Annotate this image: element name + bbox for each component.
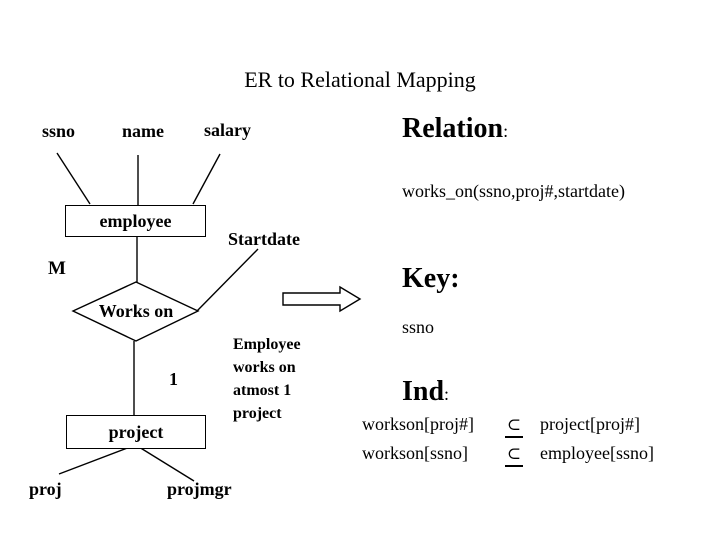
key-heading: Key: xyxy=(402,263,460,294)
works-on-diamond xyxy=(71,281,200,342)
inclusion-dependency-row: workson[proj#] ⊂ project[proj#] xyxy=(362,414,654,443)
inclusion-dependency-row: workson[ssno] ⊂ employee[ssno] xyxy=(362,443,654,472)
cardinality-1-label: 1 xyxy=(169,369,178,389)
inclusion-dependency-list: workson[proj#] ⊂ project[proj#] workson[… xyxy=(362,414,654,472)
projmgr-connector-line xyxy=(138,446,195,482)
ind-heading-colon: : xyxy=(444,384,450,404)
inclusion-right-term: project[proj#] xyxy=(540,414,640,434)
attribute-label-proj: proj xyxy=(29,479,62,499)
salary-connector-line xyxy=(192,153,221,205)
startdate-connector-line xyxy=(196,248,259,312)
entity-employee-label: employee xyxy=(99,210,172,231)
proj-connector-line xyxy=(58,446,131,475)
inclusion-left-term: workson[proj#] xyxy=(362,414,474,434)
subset-symbol-glyph: ⊂ xyxy=(504,415,524,438)
relation-heading-colon: : xyxy=(503,121,509,141)
relation-heading-text: Relation xyxy=(402,113,504,144)
subset-symbol-glyph: ⊂ xyxy=(504,444,524,467)
attribute-label-projmgr: projmgr xyxy=(167,479,232,499)
cardinality-m-label: M xyxy=(48,258,66,279)
relationship-works-on-label: Works on xyxy=(98,301,174,321)
ssno-connector-line xyxy=(56,152,91,205)
attribute-label-salary: salary xyxy=(204,120,251,140)
inclusion-left-term: workson[ssno] xyxy=(362,443,468,463)
relation-heading: Relation: xyxy=(402,113,509,145)
inclusion-right-term: employee[ssno] xyxy=(540,443,654,463)
attribute-label-name: name xyxy=(122,121,164,141)
entity-project-label: project xyxy=(108,421,164,442)
key-value: ssno xyxy=(402,317,435,337)
subset-icon: ⊂ xyxy=(492,415,536,438)
ind-heading-text: Ind xyxy=(402,376,445,407)
entity-project: project xyxy=(66,415,206,449)
relation-value: works_on(ssno,proj#,startdate) xyxy=(402,181,625,201)
attribute-label-ssno: ssno xyxy=(42,121,76,141)
ind-heading: Ind: xyxy=(402,376,450,408)
right-block-arrow-icon xyxy=(282,285,362,313)
entity-employee: employee xyxy=(65,205,206,237)
attribute-label-startdate: Startdate xyxy=(228,229,300,249)
page-title: ER to Relational Mapping xyxy=(244,67,476,92)
subset-icon: ⊂ xyxy=(492,444,536,467)
annotation-employee-works-on: Employee works on atmost 1 project xyxy=(233,336,301,422)
